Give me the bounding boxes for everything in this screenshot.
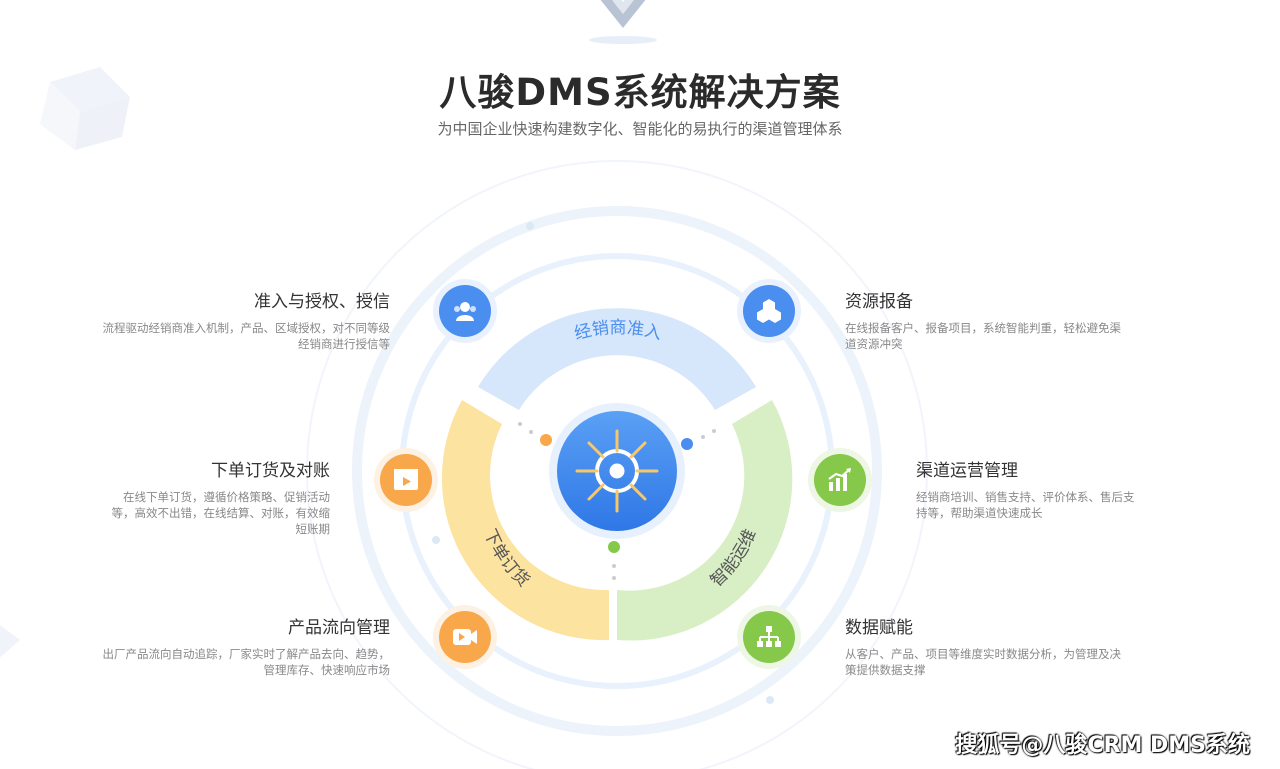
blue-node bbox=[681, 438, 693, 450]
connector-dot bbox=[529, 430, 533, 434]
top-logo-icon bbox=[589, 0, 657, 44]
feature-access: 准入与授权、授信 流程驱动经销商准入机制，产品、区域授权，对不同等级经销商进行授… bbox=[100, 287, 391, 352]
feature-title: 渠道运营管理 bbox=[916, 461, 1018, 481]
hexagon-cluster-icon bbox=[757, 299, 781, 323]
decorative-cube-icon bbox=[40, 67, 130, 150]
feature-title: 资源报备 bbox=[845, 292, 913, 312]
growth-chart-icon bbox=[828, 468, 851, 491]
outer-ring bbox=[306, 160, 928, 769]
connector-dot bbox=[518, 422, 522, 426]
hierarchy-icon bbox=[757, 626, 781, 647]
connector-dot bbox=[612, 564, 616, 568]
access-feature-icon bbox=[439, 285, 491, 337]
feature-order: 下单订货及对账 在线下单订货，遵循价格策略、促销活动等，高效不出错，在线结算、对… bbox=[40, 456, 331, 537]
connector-dot bbox=[612, 576, 616, 580]
feature-description: 流程驱动经销商准入机制，产品、区域授权，对不同等级经销商进行授信等 bbox=[102, 321, 391, 351]
feature-description: 经销商培训、销售支持、评价体系、售后支持等，帮助渠道快速成长 bbox=[916, 490, 1135, 520]
page-title: 八骏DMS系统解决方案 bbox=[439, 71, 841, 114]
connector-dot bbox=[712, 429, 716, 433]
decorative-cube-icon bbox=[0, 625, 20, 658]
ring-dot bbox=[766, 696, 774, 704]
users-icon bbox=[454, 302, 476, 321]
feature-data: 数据赋能 从客户、产品、项目等维度实时数据分析，为管理及决策提供数据支撑 bbox=[845, 613, 1130, 678]
green-node bbox=[608, 541, 620, 553]
order-feature-icon bbox=[380, 454, 432, 506]
feature-title: 产品流向管理 bbox=[288, 618, 390, 638]
ring-segment-ops bbox=[617, 400, 793, 641]
ops-feature-icon bbox=[814, 454, 866, 506]
ring-dot bbox=[526, 222, 534, 230]
ring-segment-access bbox=[478, 308, 756, 410]
feature-title: 数据赋能 bbox=[845, 618, 913, 638]
connector-dot bbox=[701, 435, 705, 439]
feature-flow: 产品流向管理 出厂产品流向自动追踪，厂家实时了解产品去向、趋势，管理库存、快速响… bbox=[100, 613, 391, 678]
ring-dot bbox=[432, 536, 440, 544]
flow-feature-icon bbox=[439, 611, 491, 663]
feature-description: 在线报备客户、报备项目，系统智能判重，轻松避免渠道资源冲突 bbox=[845, 321, 1121, 351]
report-feature-icon bbox=[743, 285, 795, 337]
feature-ops: 渠道运营管理 经销商培训、销售支持、评价体系、售后支持等，帮助渠道快速成长 bbox=[916, 456, 1136, 521]
outer-ring bbox=[352, 206, 882, 736]
video-icon bbox=[394, 469, 418, 490]
feature-title: 下单订货及对账 bbox=[211, 461, 330, 481]
feature-description: 出厂产品流向自动追踪，厂家实时了解产品去向、趋势，管理库存、快速响应市场 bbox=[102, 647, 391, 677]
data-feature-icon bbox=[743, 611, 795, 663]
feature-description: 从客户、产品、项目等维度实时数据分析，为管理及决策提供数据支撑 bbox=[845, 647, 1121, 677]
camera-icon bbox=[453, 629, 477, 645]
source-watermark: 搜狐号@八骏CRM DMS系统 bbox=[955, 733, 1250, 758]
helm-icon bbox=[575, 429, 659, 513]
orange-node bbox=[540, 434, 552, 446]
feature-title: 准入与授权、授信 bbox=[254, 292, 390, 312]
ring-segment-order bbox=[441, 400, 609, 641]
page-subtitle: 为中国企业快速构建数字化、智能化的易执行的渠道管理体系 bbox=[437, 120, 843, 138]
feature-description: 在线下单订货，遵循价格策略、促销活动等，高效不出错，在线结算、对账，有效缩短账期 bbox=[111, 490, 331, 536]
feature-report: 资源报备 在线报备客户、报备项目，系统智能判重，轻松避免渠道资源冲突 bbox=[845, 287, 1130, 352]
